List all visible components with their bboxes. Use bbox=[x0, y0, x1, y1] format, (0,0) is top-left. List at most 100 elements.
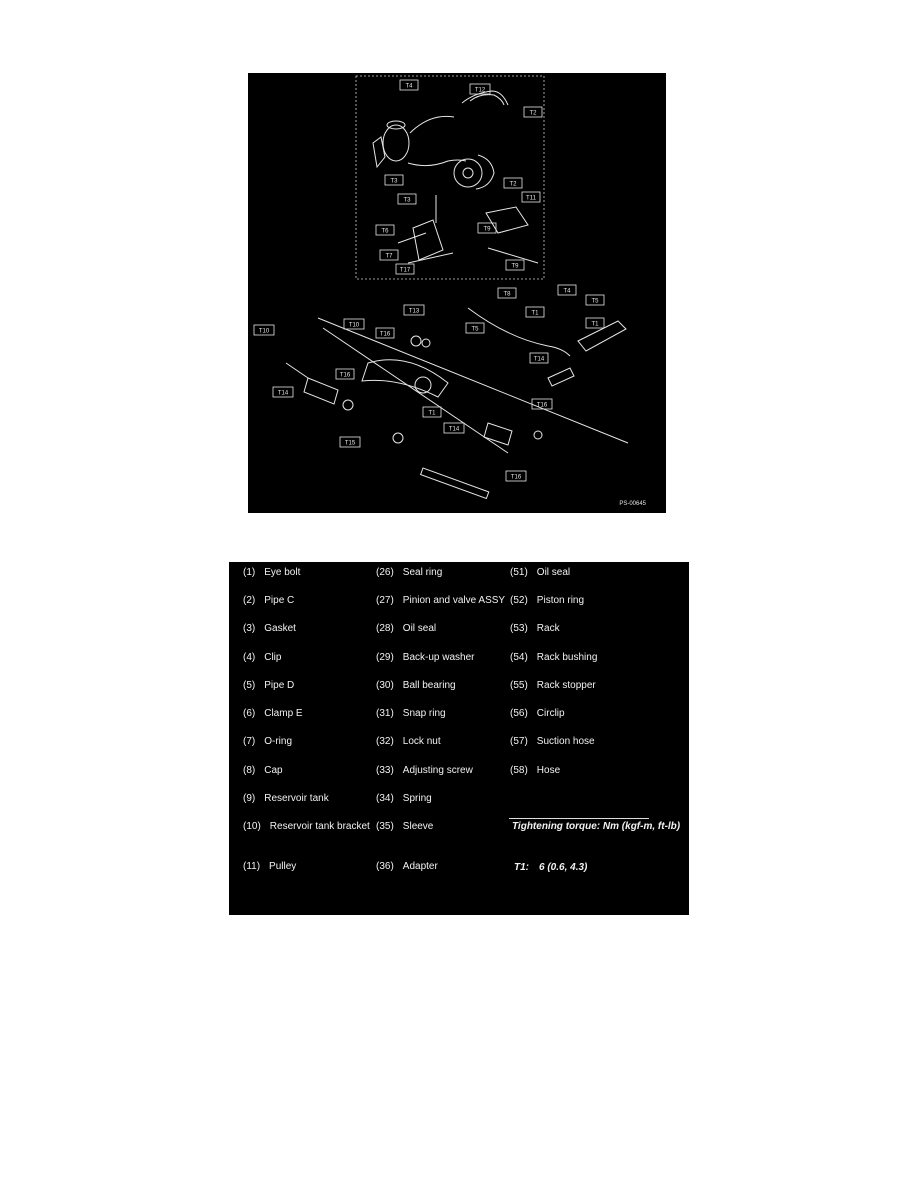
legend-item-number: (9) bbox=[243, 793, 256, 804]
legend-item: (5)Pipe D bbox=[243, 680, 294, 692]
legend-item-number: (8) bbox=[243, 765, 256, 776]
tag-box bbox=[339, 436, 361, 448]
legend-item-number: (3) bbox=[243, 623, 256, 634]
legend-item-number: (7) bbox=[243, 736, 256, 747]
tag-box bbox=[505, 259, 525, 271]
tag-box bbox=[375, 224, 395, 236]
tag-box bbox=[505, 470, 527, 482]
right-seal-shape bbox=[533, 430, 543, 440]
tag-box bbox=[422, 406, 442, 418]
pulley-shape bbox=[453, 158, 483, 188]
torque-tag-label: T4 bbox=[563, 289, 571, 295]
legend-item-number: (34) bbox=[376, 793, 394, 804]
torque-divider bbox=[509, 818, 649, 819]
torque-tag-label: T12 bbox=[475, 88, 486, 94]
side-bolt-shape bbox=[397, 232, 427, 244]
tag-box bbox=[477, 222, 497, 234]
legend-item: (52) Piston ring bbox=[510, 595, 584, 607]
torque-tag-label: T17 bbox=[400, 268, 411, 274]
tag-box bbox=[497, 287, 517, 299]
tag-box bbox=[399, 79, 419, 91]
legend-item-number: (51) bbox=[510, 567, 528, 578]
torque-tag-label: T2 bbox=[509, 182, 517, 188]
torque-tag-label: T1 bbox=[428, 411, 436, 417]
housing-shape bbox=[361, 359, 449, 398]
legend-item-name: Pipe C bbox=[264, 595, 295, 606]
lock-nut-shape bbox=[421, 338, 431, 348]
tag-box bbox=[525, 306, 545, 318]
torque-tag-label: T13 bbox=[409, 309, 420, 315]
legend-item-name: Clamp E bbox=[264, 708, 303, 719]
tag-box bbox=[523, 106, 543, 118]
legend-item: (6) Clamp E bbox=[243, 708, 303, 720]
legend-item-number: (33) bbox=[376, 765, 394, 776]
legend-item-name: Pinion and valve ASSY bbox=[402, 595, 506, 606]
legend-item-name: Sleeve bbox=[402, 821, 434, 832]
legend-item: (1)Eye bolt bbox=[243, 567, 300, 579]
legend-item-name: Lock nut bbox=[402, 736, 441, 747]
legend-item-name: Adjusting screw bbox=[402, 765, 473, 776]
torque-tag-label: T16 bbox=[340, 373, 351, 379]
tag-box bbox=[531, 398, 553, 410]
torque-tag-label: T16 bbox=[537, 403, 548, 409]
torque-tag-label: T10 bbox=[349, 323, 360, 329]
tag-box bbox=[465, 322, 485, 334]
legend-item-number: (58) bbox=[510, 765, 528, 776]
legend-item-name: Eye bolt bbox=[264, 567, 301, 578]
suction-hose-shape bbox=[407, 159, 467, 167]
tag-box bbox=[375, 327, 395, 339]
tag-box bbox=[272, 386, 294, 398]
legend-item-name: Piston ring bbox=[536, 595, 585, 606]
torque-tag-label: T1 bbox=[531, 311, 539, 317]
legend-item-number: (56) bbox=[510, 708, 528, 719]
legend-item-number: (35) bbox=[376, 821, 394, 832]
pinion-valve-shape bbox=[547, 367, 575, 387]
axis-line-upper bbox=[317, 317, 629, 444]
legend-item-name: Rack bbox=[536, 623, 560, 634]
torque-tag-label: T14 bbox=[449, 427, 460, 433]
torque-tag-label: T6 bbox=[381, 229, 389, 235]
tag-box bbox=[343, 318, 365, 330]
pinion-shape bbox=[414, 376, 432, 394]
tag-box bbox=[503, 177, 523, 189]
reservoir-cap-shape bbox=[386, 120, 406, 130]
rack-end-seal-shape bbox=[392, 432, 404, 444]
pump-body-shape bbox=[475, 154, 495, 190]
tag-box bbox=[521, 191, 541, 203]
legend-item: (11)Pulley bbox=[243, 861, 296, 873]
legend-item-number: (52) bbox=[510, 595, 528, 606]
right-boot-shape bbox=[483, 422, 513, 446]
pipe-d-shape bbox=[469, 94, 505, 106]
legend-item-name: Pulley bbox=[269, 861, 297, 872]
tag-box bbox=[403, 304, 425, 316]
legend-item-number: (57) bbox=[510, 736, 528, 747]
tag-box bbox=[585, 294, 605, 306]
legend-item-name: Ball bearing bbox=[402, 680, 456, 691]
torque-tag-label: T5 bbox=[471, 327, 479, 333]
torque-title: Tightening torque: Nm (kgf-m, ft-lb) bbox=[512, 821, 681, 832]
lower-bracket-shape bbox=[485, 206, 529, 234]
legend-item: (32)Lock nut bbox=[376, 736, 441, 748]
legend-item-number: (6) bbox=[243, 708, 256, 719]
legend-item-number: (27) bbox=[376, 595, 394, 606]
legend-item-number: (55) bbox=[510, 680, 528, 691]
pump-section-parts bbox=[372, 90, 539, 264]
legend-item-name: Clip bbox=[264, 652, 282, 663]
torque-t1-value: 6 (0.6, 4.3) bbox=[539, 862, 588, 873]
tag-box bbox=[335, 368, 355, 380]
legend-item-name: Seal ring bbox=[402, 567, 443, 578]
legend-item-number: (30) bbox=[376, 680, 394, 691]
legend-item-number: (2) bbox=[243, 595, 256, 606]
legend-item: (34) Spring bbox=[376, 793, 432, 805]
rack-tube-shape bbox=[419, 467, 490, 500]
legend-item: (2) Pipe C bbox=[243, 595, 294, 607]
legend-item: (31)Snap ring bbox=[376, 708, 446, 720]
legend-item: (28)Oil seal bbox=[376, 623, 436, 635]
legend-item: (36)Adapter bbox=[376, 861, 438, 873]
legend-item-name: O-ring bbox=[264, 736, 293, 747]
tag-box bbox=[529, 352, 549, 364]
legend-item-name: Spring bbox=[402, 793, 432, 804]
legend-item: (29)Back-up washer bbox=[376, 652, 475, 664]
legend-item: (33) Adjusting screw bbox=[376, 765, 473, 777]
